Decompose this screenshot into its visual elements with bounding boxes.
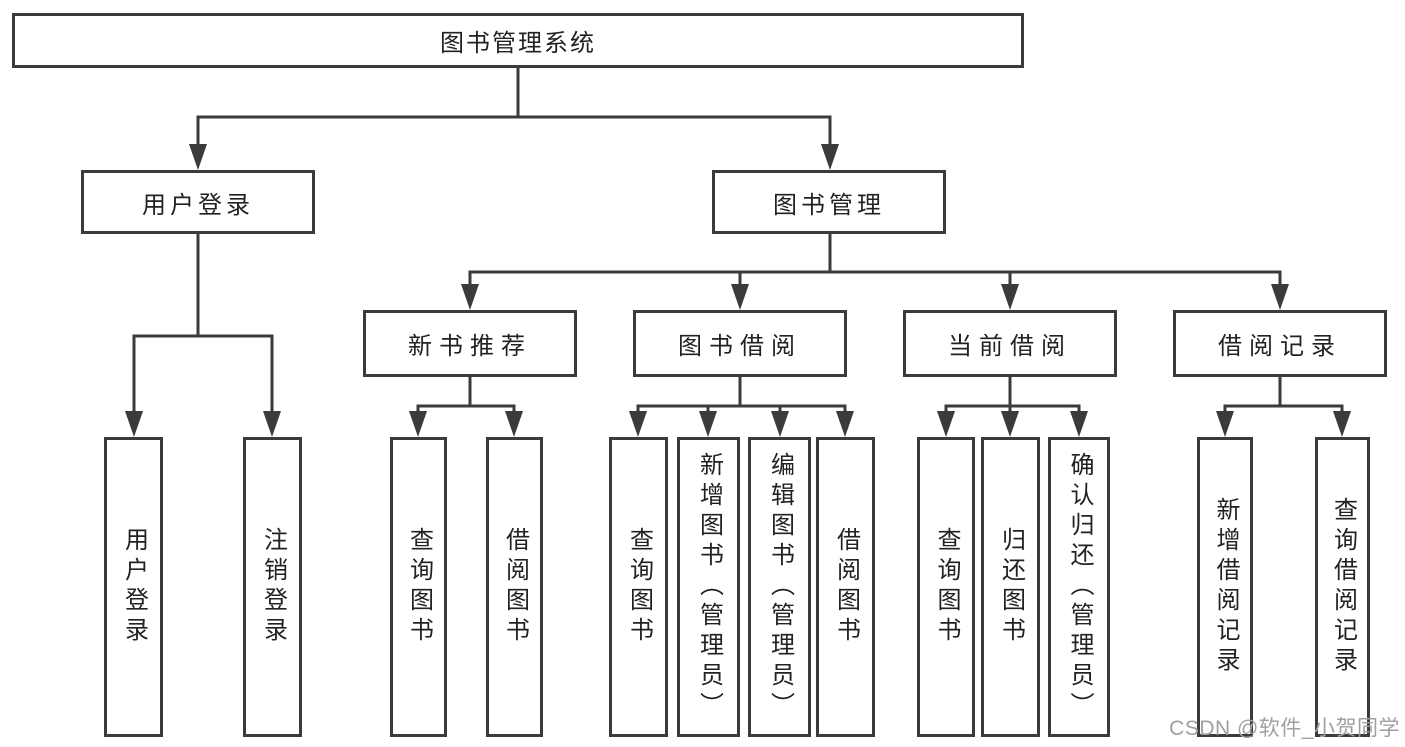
node-label: 借阅记录	[1218, 333, 1342, 360]
leaf-label: 确认归还（管理员）	[1066, 452, 1093, 722]
leaf-label: 借阅图书	[832, 527, 860, 647]
leaf-label: 查询图书	[405, 527, 433, 647]
leaf-query-books-current: 查询图书	[917, 437, 975, 737]
leaf-label: 用户登录	[120, 527, 148, 647]
leaf-query-books-recommend: 查询图书	[390, 437, 447, 737]
node-current-borrowing: 当前借阅	[903, 310, 1117, 377]
arrowhead-icon	[937, 411, 955, 437]
root-node: 图书管理系统	[12, 13, 1024, 68]
leaf-label: 新增图书（管理员）	[695, 452, 723, 722]
node-user-login: 用户登录	[81, 170, 315, 234]
leaf-query-borrow-record: 查询借阅记录	[1315, 437, 1370, 737]
leaf-add-books-admin: 新增图书（管理员）	[677, 437, 740, 737]
node-label: 用户登录	[142, 191, 254, 219]
node-label: 当前借阅	[948, 333, 1072, 360]
edge-new-book-children	[416, 375, 516, 416]
node-label: 新书推荐	[408, 333, 532, 360]
arrowhead-icon	[461, 284, 479, 310]
leaf-label: 借阅图书	[501, 527, 529, 647]
leaf-logout: 注销登录	[243, 437, 302, 737]
edge-root-to-level2	[196, 66, 832, 150]
arrowhead-icon	[263, 411, 281, 437]
leaf-label: 新增借阅记录	[1212, 497, 1239, 677]
leaf-return-books: 归还图书	[981, 437, 1040, 737]
leaf-label: 查询借阅记录	[1329, 497, 1357, 677]
leaf-label: 编辑图书（管理员）	[766, 452, 794, 722]
arrowhead-icon	[1001, 411, 1019, 437]
leaf-label: 归还图书	[997, 527, 1025, 647]
arrowhead-icon	[836, 411, 854, 437]
arrowhead-icon	[1070, 411, 1088, 437]
leaf-borrow-books: 借阅图书	[816, 437, 875, 737]
arrowhead-icon	[629, 411, 647, 437]
leaf-edit-books-admin: 编辑图书（管理员）	[748, 437, 811, 737]
node-label: 图书借阅	[678, 333, 802, 360]
node-book-borrowing: 图书借阅	[633, 310, 847, 377]
node-borrowing-records: 借阅记录	[1173, 310, 1387, 377]
arrowhead-icon	[125, 411, 143, 437]
node-book-management: 图书管理	[712, 170, 946, 234]
arrowhead-icon	[699, 411, 717, 437]
leaf-label: 查询图书	[625, 527, 653, 647]
edge-book-management-children	[468, 232, 1282, 290]
leaf-query-books-borrowing: 查询图书	[609, 437, 668, 737]
edge-borrow-records-children	[1223, 375, 1344, 416]
leaf-label: 查询图书	[933, 527, 960, 647]
arrowhead-icon	[731, 284, 749, 310]
node-label: 图书管理	[773, 191, 885, 219]
arrowhead-icon	[1333, 411, 1351, 437]
leaf-confirm-return-admin: 确认归还（管理员）	[1048, 437, 1110, 737]
leaf-add-borrow-record: 新增借阅记录	[1197, 437, 1253, 737]
arrowhead-icon	[1271, 284, 1289, 310]
arrowhead-icon	[505, 411, 523, 437]
edge-current-borrow-children	[944, 375, 1081, 416]
edge-user-login-children	[132, 232, 274, 417]
arrowhead-icon	[409, 411, 427, 437]
arrowhead-icon	[1216, 411, 1234, 437]
watermark: CSDN @软件_小贺同学	[1169, 717, 1400, 740]
root-node-label: 图书管理系统	[440, 30, 596, 57]
leaf-borrow-books-recommend: 借阅图书	[486, 437, 543, 737]
leaf-label: 注销登录	[259, 527, 287, 647]
node-new-book-recommend: 新书推荐	[363, 310, 577, 377]
arrowhead-icon	[1001, 284, 1019, 310]
arrowhead-icon	[771, 411, 789, 437]
edge-book-borrow-children	[636, 375, 847, 416]
arrowhead-icon	[821, 144, 839, 170]
leaf-user-login: 用户登录	[104, 437, 163, 737]
arrowhead-icon	[189, 144, 207, 170]
